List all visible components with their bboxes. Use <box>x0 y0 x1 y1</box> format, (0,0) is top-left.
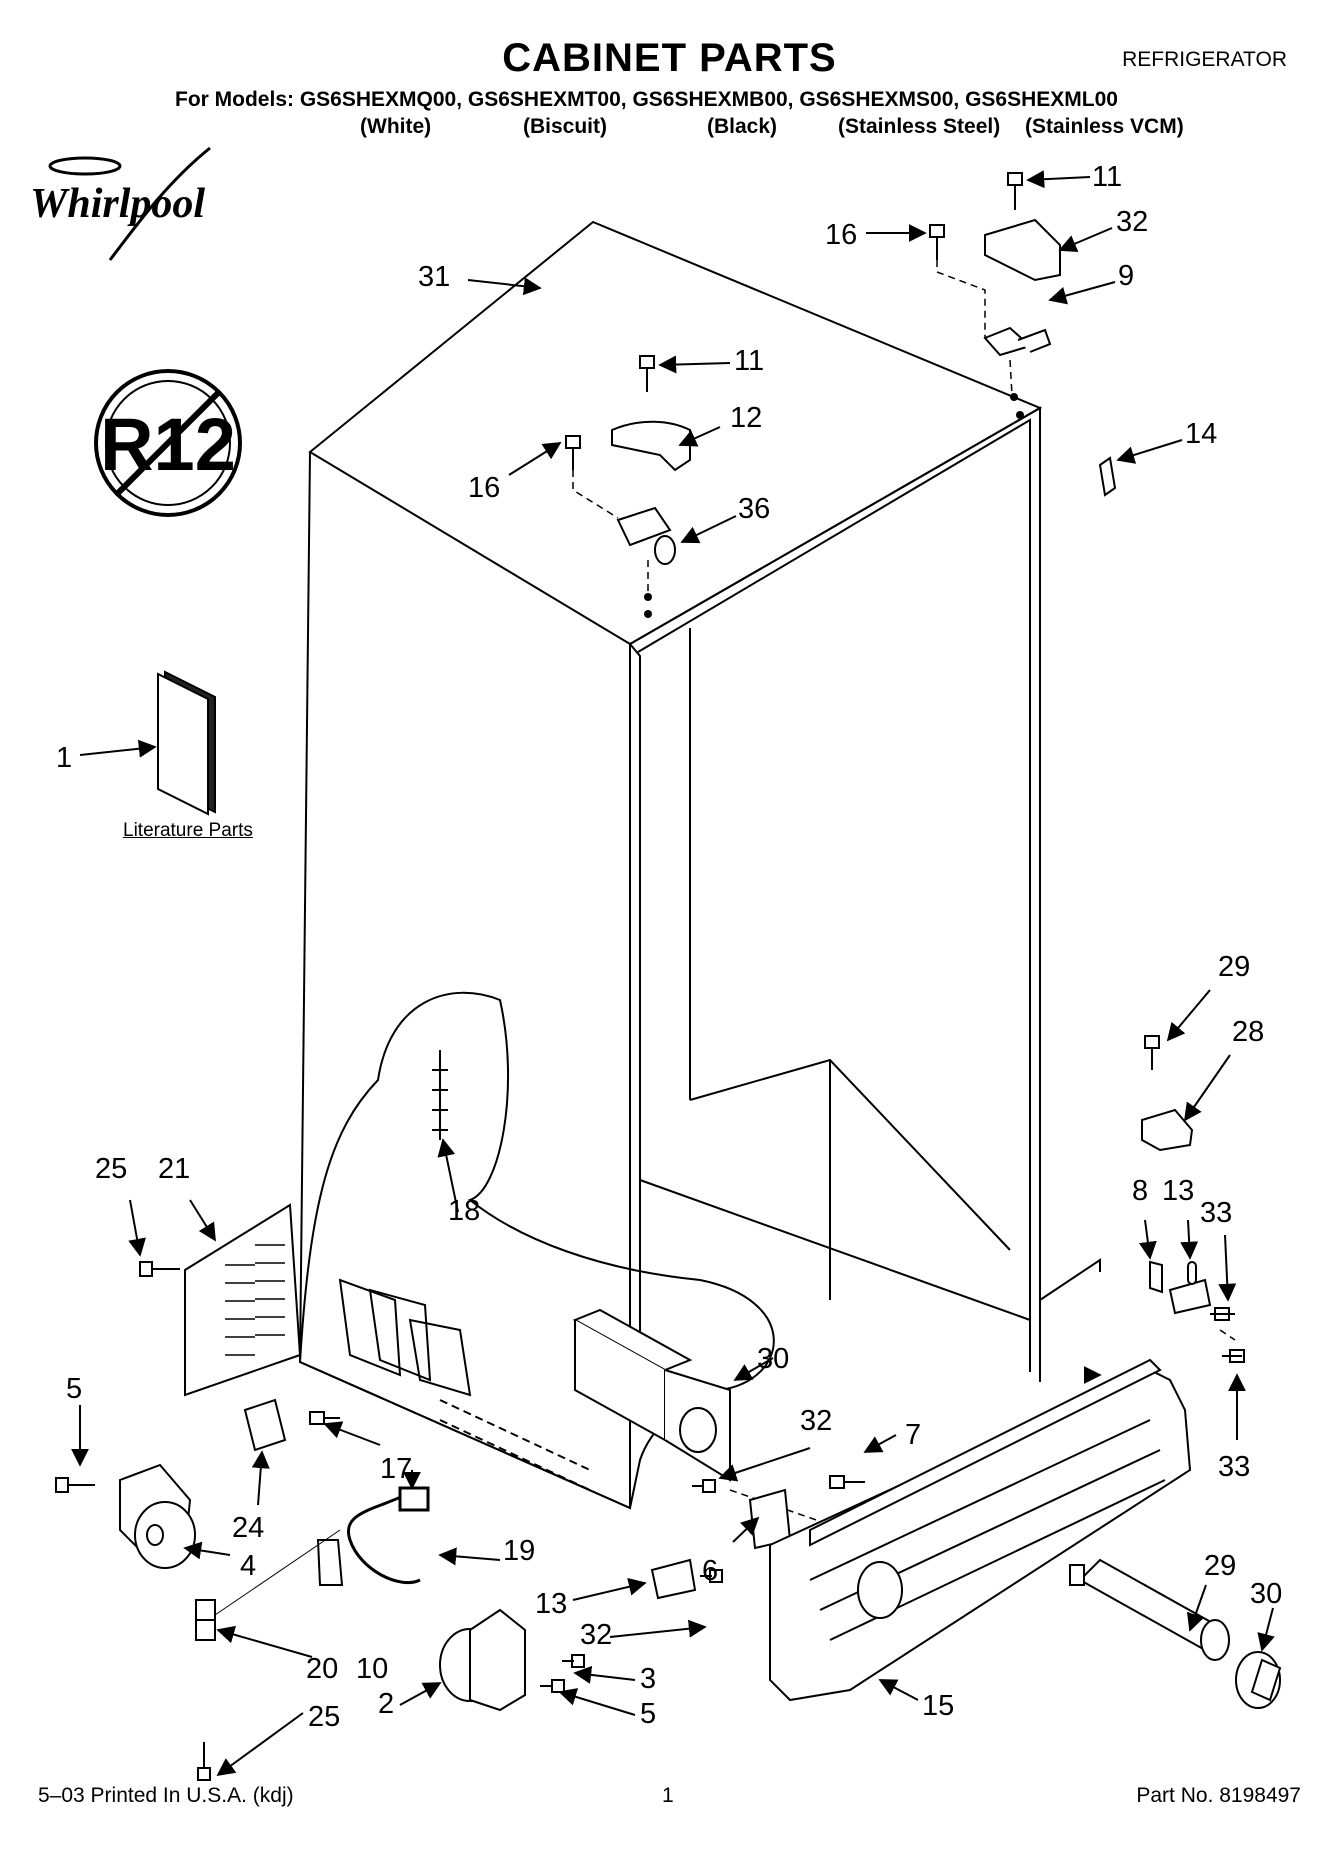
bracket-13-lower <box>650 1558 697 1600</box>
callout-25-left: 25 <box>95 1153 127 1185</box>
page-title: CABINET PARTS <box>502 36 837 80</box>
roller-2 <box>439 1608 526 1712</box>
roller-4 <box>119 1463 196 1569</box>
callout-18: 18 <box>448 1195 480 1227</box>
callout-26: 28 <box>1232 1016 1264 1048</box>
callout-29: 29 <box>1204 1550 1236 1582</box>
callout-2: 2 <box>378 1688 394 1720</box>
variant-stainless-steel: (Stainless Steel) <box>838 115 1001 138</box>
callout-11-center: 11 <box>734 345 764 377</box>
callout-22: 31 <box>418 261 450 293</box>
hinge-cover-12 <box>611 420 691 472</box>
variant-black: (Black) <box>707 115 778 138</box>
leader-arrows <box>71 170 1275 1777</box>
bracket-13-right <box>1168 1278 1212 1315</box>
callout-7: 7 <box>905 1419 921 1451</box>
hinge-36 <box>616 506 676 565</box>
callout-20: 20 <box>306 1653 338 1685</box>
category-label: REFRIGERATOR <box>1122 48 1287 71</box>
callout-4: 4 <box>240 1550 256 1582</box>
water-valve-19 <box>346 1486 430 1585</box>
variant-stainless-vcm: (Stainless VCM) <box>1025 115 1184 138</box>
grille-15 <box>769 1358 1192 1702</box>
literature-parts-label: Literature Parts <box>123 820 253 841</box>
bracket-24 <box>243 1398 287 1452</box>
callout-32-right: 33 <box>1200 1197 1232 1229</box>
pin-13 <box>1187 1261 1197 1285</box>
hinge-cover-23 <box>984 218 1061 282</box>
footer-print-info: 5–03 Printed In U.S.A. (kdj) <box>38 1784 294 1807</box>
callout-27: 29 <box>1218 951 1250 983</box>
part-number: Part No. 8198497 <box>1136 1784 1301 1807</box>
whirlpool-swoosh-icon <box>48 146 211 261</box>
clip-10 <box>316 1539 344 1586</box>
variant-biscuit: (Biscuit) <box>523 115 607 138</box>
callout-9: 9 <box>1118 260 1134 292</box>
callout-36: 36 <box>738 493 770 525</box>
models-line: For Models: GS6SHEXMQ00, GS6SHEXMT00, GS… <box>175 88 1118 111</box>
callout-30: 30 <box>1250 1578 1282 1610</box>
callout-24: 24 <box>232 1512 264 1544</box>
variant-white: (White) <box>360 115 432 138</box>
hinge-9 <box>983 326 1052 357</box>
callout-15: 15 <box>922 1690 954 1722</box>
no-r12-icon: R12 <box>94 369 242 517</box>
duct-28 <box>572 1308 731 1482</box>
cabinet-cutaway-area <box>298 991 775 1510</box>
page-number: 1 <box>662 1784 674 1807</box>
callout-21: 21 <box>158 1153 190 1185</box>
callout-33: 33 <box>1218 1451 1250 1483</box>
callout-3: 3 <box>640 1663 656 1695</box>
callout-31: 32 <box>800 1405 832 1437</box>
callout-14: 14 <box>1185 418 1217 450</box>
literature-booklet-icon <box>157 670 216 816</box>
brand-logo: Whirlpool <box>30 181 206 227</box>
callout-8: 8 <box>1132 1175 1148 1207</box>
bracket-21 <box>184 1203 302 1397</box>
callout-23: 32 <box>1116 206 1148 238</box>
clip-8 <box>1149 1260 1163 1294</box>
bracket-26 <box>1141 1108 1194 1152</box>
callout-10: 10 <box>356 1653 388 1685</box>
callout-6: 6 <box>702 1555 718 1587</box>
callout-12: 12 <box>730 402 762 434</box>
callout-13-right: 13 <box>1162 1175 1194 1207</box>
callout-25-lower: 25 <box>308 1701 340 1733</box>
cabinet-shell <box>298 220 1101 1510</box>
callout-1: 1 <box>56 742 72 774</box>
callout-labels: 11 32 16 31 9 11 12 14 16 36 1 29 28 18 … <box>56 161 1282 1733</box>
screw-icons <box>55 172 1245 1781</box>
callout-16-center: 16 <box>468 472 500 504</box>
callout-13-lower: 13 <box>535 1588 567 1620</box>
connector-line <box>214 1529 341 1616</box>
callout-32-lower: 32 <box>580 1619 612 1651</box>
clip-14 <box>1098 456 1117 497</box>
callout-11-top-right: 11 <box>1092 161 1122 193</box>
bracket-20 <box>195 1599 216 1641</box>
callout-19: 19 <box>503 1535 535 1567</box>
callout-16-top-right: 16 <box>825 219 857 251</box>
callout-5-left: 5 <box>66 1373 82 1405</box>
vent-slots <box>225 1244 285 1356</box>
cap-30 <box>1235 1651 1282 1709</box>
callout-28: 30 <box>757 1343 789 1375</box>
callout-17: 17 <box>380 1453 412 1485</box>
callout-5-lower: 5 <box>640 1698 656 1730</box>
